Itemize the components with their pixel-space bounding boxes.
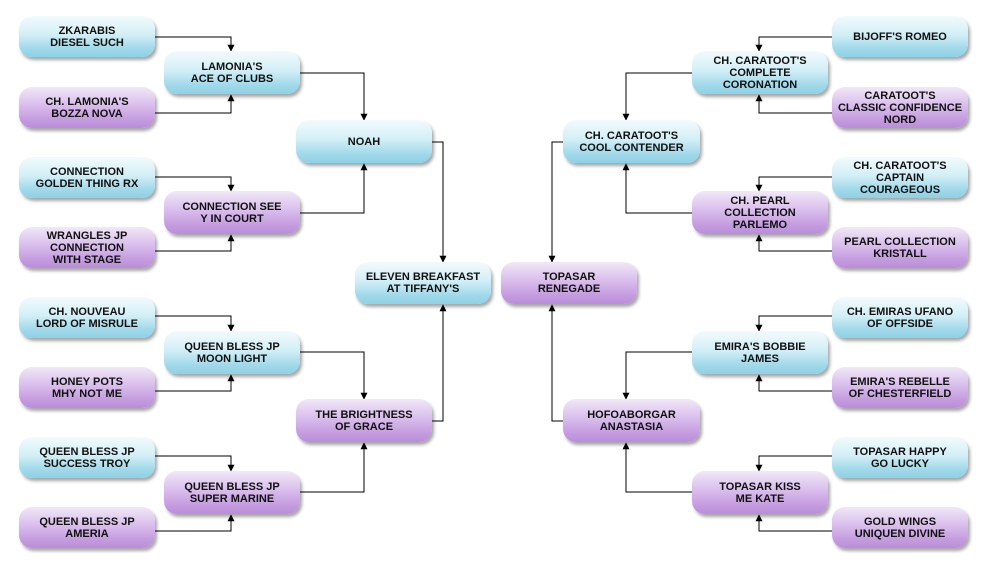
edge-right-g4 — [755, 234, 832, 252]
dog-node-right-g8: GOLD WINGS UNIQUEN DIVINE — [832, 507, 968, 548]
edge-left-g3 — [155, 176, 235, 192]
dog-node-left-g7: QUEEN BLESS JP SUCCESS TROY — [19, 437, 155, 478]
edge-right-sire-sire — [622, 72, 692, 121]
edge-left-g8 — [155, 514, 235, 532]
dog-node-right-g6: EMIRA'S REBELLE OF CHESTERFIELD — [832, 367, 968, 408]
dog-node-right-g5: CH. EMIRAS UFANO OF OFFSIDE — [832, 297, 968, 338]
dog-node-right-dam-dam: TOPASAR KISS ME KATE — [692, 471, 828, 514]
edge-right-dam-dam — [622, 442, 692, 493]
edge-left-dam — [432, 304, 447, 422]
dog-node-right-sire-dam: CH. PEARL COLLECTION PARLEMO — [692, 191, 828, 234]
edge-right-dam — [548, 304, 563, 422]
dog-node-left-dam-sire: QUEEN BLESS JP MOON LIGHT — [164, 331, 300, 374]
edge-left-sire-sire — [300, 72, 368, 121]
edge-left-dam-sire — [300, 351, 368, 400]
edge-right-g1 — [755, 36, 832, 52]
edge-right-sire-dam — [622, 163, 692, 214]
dog-node-center-right: TOPASAR RENEGADE — [501, 262, 637, 304]
dog-node-left-dam: THE BRIGHTNESS OF GRACE — [296, 399, 432, 442]
edge-left-g6 — [155, 374, 235, 392]
dog-node-center-left: ELEVEN BREAKFAST AT TIFFANY'S — [355, 262, 491, 304]
dog-node-left-sire-sire: LAMONIA'S ACE OF CLUBS — [164, 51, 300, 94]
dog-node-right-g2: CARATOOT'S CLASSIC CONFIDENCE NORD — [832, 87, 968, 128]
dog-node-left-g4: WRANGLES JP CONNECTION WITH STAGE — [19, 227, 155, 268]
dog-node-left-g5: CH. NOUVEAU LORD OF MISRULE — [19, 297, 155, 338]
edge-right-g7 — [755, 455, 832, 472]
edge-left-g1 — [155, 36, 235, 52]
dog-node-right-dam: HOFOABORGAR ANASTASIA — [563, 399, 700, 442]
edge-right-g5 — [755, 315, 832, 332]
dog-node-left-g1: ZKARABIS DIESEL SUCH — [19, 16, 155, 57]
edge-left-g7 — [155, 455, 235, 472]
edge-right-g6 — [755, 374, 832, 392]
dog-node-left-sire: NOAH — [296, 120, 432, 163]
dog-node-right-g4: PEARL COLLECTION KRISTALL — [832, 227, 968, 268]
edge-right-g2 — [755, 94, 832, 114]
edge-right-g8 — [755, 514, 832, 532]
dog-node-right-g3: CH. CARATOOT'S CAPTAIN COURAGEOUS — [832, 157, 968, 198]
edge-right-g3 — [755, 176, 832, 192]
edge-left-dam-dam — [300, 442, 368, 493]
edge-left-g4 — [155, 234, 235, 252]
dog-node-right-sire-sire: CH. CARATOOT'S COMPLETE CORONATION — [692, 51, 828, 94]
dog-node-left-g8: QUEEN BLESS JP AMERIA — [19, 507, 155, 548]
dog-node-right-g1: BIJOFF'S ROMEO — [832, 16, 968, 57]
edge-right-sire — [548, 141, 563, 263]
edge-left-g5 — [155, 315, 235, 332]
dog-node-right-g7: TOPASAR HAPPY GO LUCKY — [832, 437, 968, 478]
edge-left-g2 — [155, 94, 235, 114]
dog-node-left-dam-dam: QUEEN BLESS JP SUPER MARINE — [164, 471, 300, 514]
dog-node-left-g3: CONNECTION GOLDEN THING RX — [19, 157, 155, 198]
dog-node-right-dam-sire: EMIRA'S BOBBIE JAMES — [692, 331, 828, 374]
dog-node-left-g2: CH. LAMONIA'S BOZZA NOVA — [19, 87, 155, 128]
dog-node-left-g6: HONEY POTS MHY NOT ME — [19, 367, 155, 408]
dog-node-left-sire-dam: CONNECTION SEE Y IN COURT — [164, 191, 300, 234]
edge-right-dam-sire — [622, 351, 692, 400]
edge-left-sire-dam — [300, 163, 368, 214]
edge-left-sire — [432, 141, 447, 263]
dog-node-right-sire: CH. CARATOOT'S COOL CONTENDER — [563, 120, 700, 163]
